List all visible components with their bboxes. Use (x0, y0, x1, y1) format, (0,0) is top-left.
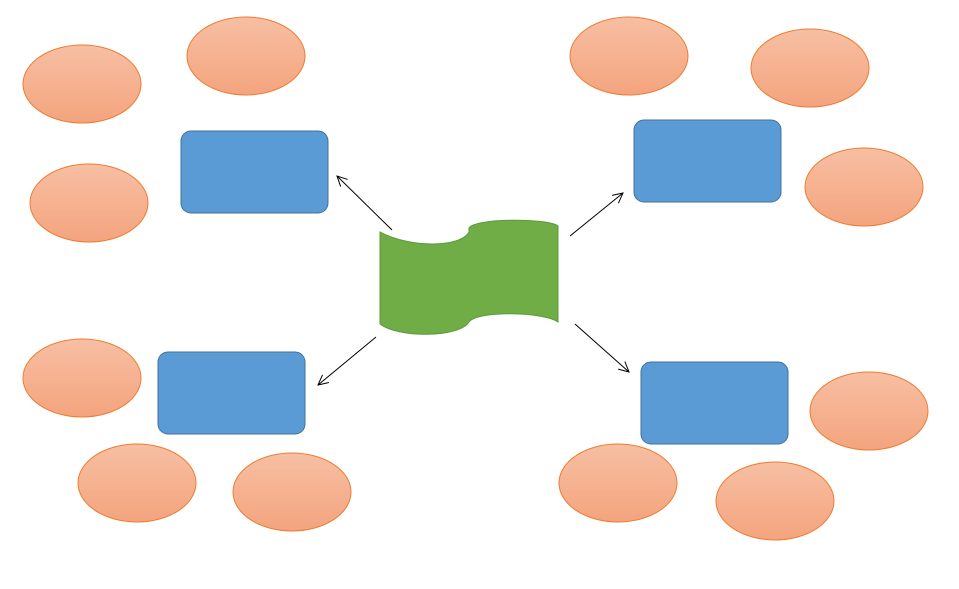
center-wave-shape (379, 219, 559, 335)
center-node (379, 219, 559, 335)
arrow-to-bottom-left (318, 336, 377, 385)
bubble (29, 163, 149, 243)
bubble (569, 16, 689, 96)
bubble (22, 44, 142, 124)
bubble (809, 371, 929, 451)
branch-box (640, 361, 789, 445)
bubble (232, 452, 352, 532)
arrow-to-top-right (569, 193, 623, 237)
bubble (715, 461, 835, 541)
branch-bottom-right (558, 361, 929, 541)
branch-box (157, 351, 306, 435)
bubble (22, 338, 142, 418)
bubble (558, 443, 678, 523)
branch-top-right (569, 16, 924, 227)
bubble (750, 28, 870, 108)
branch-bottom-left (22, 338, 352, 532)
connectors (318, 176, 629, 385)
branch-box (180, 130, 329, 214)
arrow-to-bottom-right (574, 323, 629, 372)
arrow-to-top-left (337, 176, 393, 231)
branch-top-left (22, 16, 329, 243)
bubble (186, 16, 306, 96)
branch-box (633, 119, 782, 203)
bubble (77, 443, 197, 523)
bubble (804, 147, 924, 227)
